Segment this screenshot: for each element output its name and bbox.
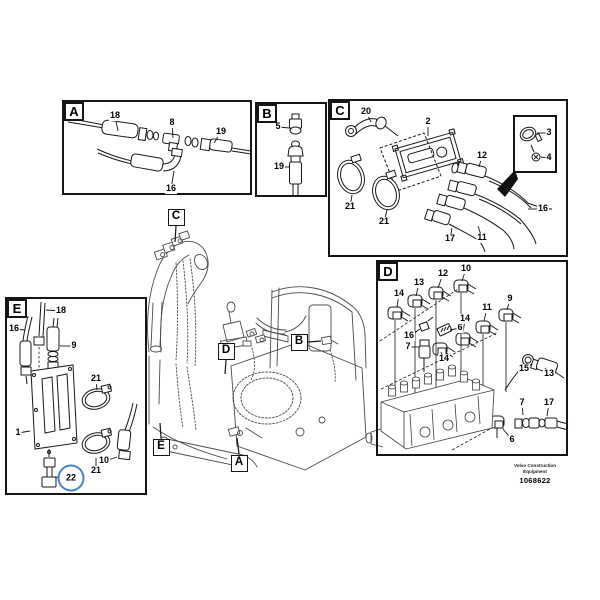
part-label-16: 16 <box>164 183 178 194</box>
panel-letter-d: D <box>378 262 398 281</box>
part-label-9: 9 <box>70 340 78 351</box>
part-label-3: 3 <box>545 127 553 138</box>
machine-ref-a: A <box>230 454 248 472</box>
part-label-9: 9 <box>506 293 514 304</box>
part-label-16: 16 <box>402 330 416 341</box>
part-label-1: 1 <box>14 427 22 438</box>
panel-letter-c: C <box>330 101 350 120</box>
part-label-11: 11 <box>481 302 493 313</box>
part-label-21: 21 <box>89 465 103 476</box>
panel-letter-b: B <box>257 104 277 123</box>
machine-ref-b: B <box>290 333 308 351</box>
part-label-7: 7 <box>518 397 526 408</box>
part-label-2: 2 <box>424 116 432 127</box>
part-label-6: 6 <box>456 322 464 333</box>
part-label-15: 15 <box>517 363 531 374</box>
part-label-20: 20 <box>359 106 373 117</box>
part-label-8: 8 <box>168 117 176 128</box>
part-label-21: 21 <box>377 216 391 227</box>
detail-panel-e-frame <box>5 297 147 495</box>
part-label-17: 17 <box>542 397 556 408</box>
part-label-7: 7 <box>404 341 412 352</box>
part-label-21: 21 <box>343 201 357 212</box>
part-label-19: 19 <box>272 161 286 172</box>
machine-illustration-art <box>147 230 367 471</box>
part-label-16: 16 <box>536 203 550 214</box>
part-label-18: 18 <box>108 110 122 121</box>
part-label-12: 12 <box>475 150 489 161</box>
part-label-22: 22 <box>57 464 85 492</box>
footer: Volvo Construction Equipment 1068622 <box>489 463 581 485</box>
panel-letter-e: E <box>7 299 27 318</box>
part-label-17: 17 <box>443 233 457 244</box>
machine-ref-d: D <box>217 342 235 360</box>
detail-panel-a-frame <box>62 100 252 195</box>
panel-c-art <box>337 116 553 253</box>
machine-ref-e: E <box>152 438 170 456</box>
part-label-10: 10 <box>459 263 473 274</box>
part-label-14: 14 <box>437 353 451 364</box>
panel-c-inset-frame <box>513 115 557 173</box>
detail-panel-b-frame <box>255 102 327 197</box>
detail-panel-c-frame <box>328 99 568 257</box>
panel-e-art <box>19 301 138 488</box>
brand-text-line2: Equipment <box>523 468 547 474</box>
brand-text-line1: Volvo Construction <box>513 463 557 468</box>
part-label-16: 16 <box>7 323 21 334</box>
part-label-19: 19 <box>214 126 228 137</box>
detail-panel-d-frame <box>376 260 568 456</box>
part-label-12: 12 <box>436 268 450 279</box>
panel-letter-a: A <box>64 102 84 121</box>
part-label-14: 14 <box>458 313 472 324</box>
panel-a-art <box>67 117 252 172</box>
part-label-18: 18 <box>54 305 68 316</box>
panel-b-art <box>287 113 304 196</box>
part-label-11: 11 <box>476 232 488 243</box>
part-label-14: 14 <box>392 288 406 299</box>
part-label-4: 4 <box>545 152 553 163</box>
part-label-21: 21 <box>89 373 103 384</box>
part-label-5: 5 <box>274 121 282 132</box>
part-label-13: 13 <box>412 277 426 288</box>
document-number: 1068622 <box>519 476 551 486</box>
part-label-6: 6 <box>508 434 516 445</box>
machine-ref-c: C <box>167 208 185 226</box>
part-label-13: 13 <box>542 368 556 379</box>
